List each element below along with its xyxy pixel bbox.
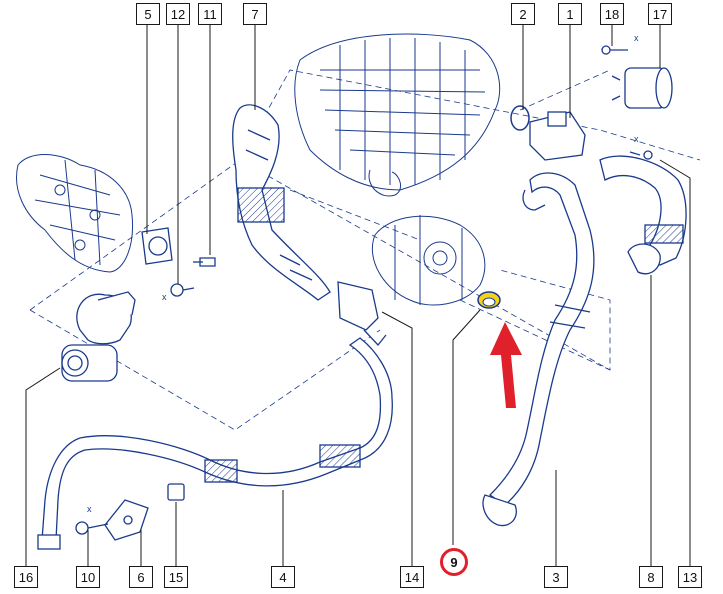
callout-4: 4 <box>271 566 295 588</box>
callout-1: 1 <box>558 3 582 25</box>
callout-5: 5 <box>136 3 160 25</box>
callout-label: 8 <box>647 569 655 585</box>
part-11-bolt <box>193 257 216 267</box>
callout-12: 12 <box>166 3 190 25</box>
callout-label: 10 <box>80 569 96 585</box>
part-16-valve <box>61 291 136 382</box>
callout-17: 17 <box>648 3 672 25</box>
callout-10: 10 <box>76 566 100 588</box>
part-6-bracket <box>104 499 149 541</box>
callout-18: 18 <box>600 3 624 25</box>
callout-label: 9 <box>450 554 458 570</box>
callout-label: 7 <box>251 6 259 22</box>
part-2-o-ring <box>510 105 530 131</box>
callout-label: 16 <box>18 569 34 585</box>
callout-label: 4 <box>279 569 287 585</box>
callout-label: 5 <box>144 6 152 22</box>
callout-14: 14 <box>400 566 424 588</box>
callout-label: 2 <box>519 6 527 22</box>
intake-manifold-sketch <box>294 33 501 197</box>
fastener-mark: x <box>162 292 167 302</box>
part-13-bolt <box>629 150 653 160</box>
part-15-clip <box>167 483 185 501</box>
callout-15: 15 <box>164 566 188 588</box>
callout-label: 1 <box>566 6 574 22</box>
part-14-bracket <box>337 281 387 346</box>
highlight-arrow <box>490 322 522 408</box>
callout-3: 3 <box>544 566 568 588</box>
fastener-marks: x x x x <box>87 33 639 514</box>
callout-2: 2 <box>511 3 535 25</box>
part-3-s-hose <box>482 172 595 527</box>
leader-lines <box>25 24 691 570</box>
part-10-bolt <box>75 521 109 535</box>
fastener-mark: x <box>634 33 639 43</box>
part-9-ring <box>477 291 501 309</box>
callout-16: 16 <box>14 566 38 588</box>
callout-label: 17 <box>652 6 668 22</box>
callout-6: 6 <box>129 566 153 588</box>
callout-label: 15 <box>168 569 184 585</box>
callout-7: 7 <box>243 3 267 25</box>
part-18-bolt <box>601 45 628 55</box>
callout-label: 13 <box>682 569 698 585</box>
callout-label: 6 <box>137 569 145 585</box>
callout-label: 11 <box>203 6 217 22</box>
callout-label: 14 <box>404 569 420 585</box>
callout-9-highlighted: 9 <box>440 548 468 576</box>
callout-label: 3 <box>552 569 560 585</box>
part-7-intake-duct <box>232 104 331 301</box>
callout-13: 13 <box>678 566 702 588</box>
part-4-lower-hose <box>37 337 393 550</box>
part-17-flowmeter <box>611 67 673 109</box>
callout-label: 18 <box>604 6 620 22</box>
callout-11: 11 <box>198 3 222 25</box>
part-1-sensor <box>529 111 586 161</box>
callout-label: 12 <box>170 6 186 22</box>
part-8-pipe <box>599 155 687 275</box>
callout-8: 8 <box>639 566 663 588</box>
turbocharger-sketch <box>371 215 486 306</box>
fastener-mark: x <box>87 504 92 514</box>
part-12-bolt <box>170 283 195 297</box>
fastener-mark: x <box>634 134 639 144</box>
gearbox-sketch <box>16 154 134 273</box>
part-5-flange <box>141 227 173 265</box>
